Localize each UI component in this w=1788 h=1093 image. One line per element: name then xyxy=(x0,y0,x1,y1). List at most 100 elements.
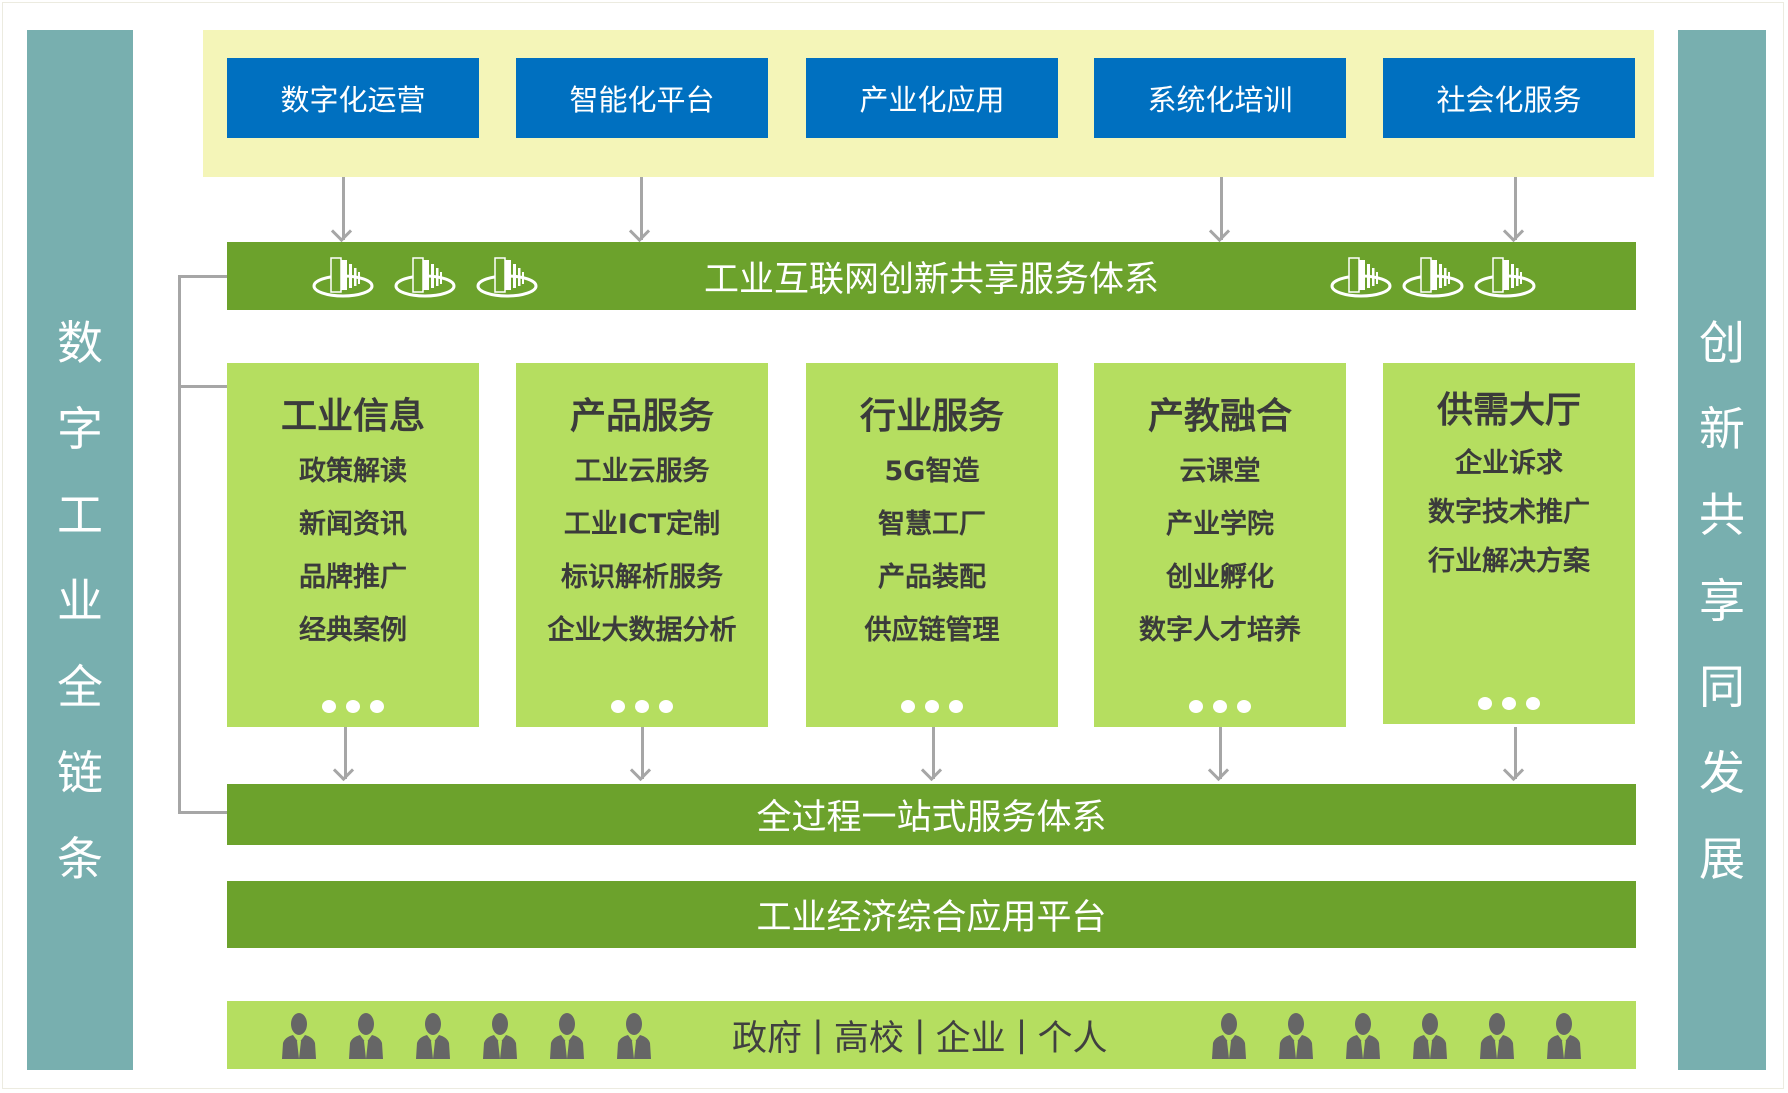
more-dots-icon xyxy=(1383,697,1635,710)
right-label-char: 共 xyxy=(1699,488,1745,542)
service-card: 工业信息政策解读新闻资讯品牌推广经典案例 xyxy=(227,363,479,727)
person-icon xyxy=(480,1013,520,1063)
arrow-down xyxy=(1514,177,1517,240)
person-icon xyxy=(279,1013,319,1063)
stakeholder-label: 企业 xyxy=(935,1018,1006,1059)
card-item: 品牌推广 xyxy=(299,562,407,593)
left-label-char: 业 xyxy=(57,574,103,628)
people-icons-left xyxy=(279,1013,654,1063)
stakeholder-list: 政府|高校|企业|个人 xyxy=(732,1001,1107,1069)
dot xyxy=(1502,697,1516,710)
capability-box: 数字化运营 xyxy=(227,58,479,138)
service-system-band: 工业互联网创新共享服务体系 xyxy=(227,242,1636,310)
service-card: 供需大厅企业诉求数字技术推广行业解决方案 xyxy=(1383,363,1635,724)
right-label-char: 新 xyxy=(1699,402,1745,456)
person-icon xyxy=(1477,1013,1517,1063)
person-icon xyxy=(1544,1013,1584,1063)
arrow-down xyxy=(640,177,643,240)
card-title: 工业信息 xyxy=(280,396,425,437)
dot xyxy=(322,700,336,713)
card-item: 供应链管理 xyxy=(864,615,1000,646)
card-item: 新闻资讯 xyxy=(299,509,407,540)
left-label-char: 条 xyxy=(57,832,103,886)
card-item: 创业孵化 xyxy=(1166,562,1274,593)
building-icons-right xyxy=(1329,254,1537,298)
card-item: 数字技术推广 xyxy=(1428,497,1590,528)
capability-box: 产业化应用 xyxy=(806,58,1058,138)
building-icon xyxy=(475,254,539,298)
dot xyxy=(1478,697,1492,710)
card-item: 经典案例 xyxy=(299,615,407,646)
dot xyxy=(659,700,673,713)
card-title: 产教融合 xyxy=(1147,396,1292,437)
stakeholder-label: 个人 xyxy=(1037,1018,1108,1059)
service-card: 产品服务工业云服务工业ICT定制标识解析服务企业大数据分析 xyxy=(516,363,768,727)
person-icon xyxy=(547,1013,587,1063)
dot xyxy=(635,700,649,713)
service-card: 产教融合云课堂产业学院创业孵化数字人才培养 xyxy=(1094,363,1346,727)
card-item: 行业解决方案 xyxy=(1428,546,1590,577)
dot xyxy=(1189,700,1203,713)
card-item: 云课堂 xyxy=(1179,456,1261,487)
one-stop-label: 全过程一站式服务体系 xyxy=(756,798,1107,838)
building-icon xyxy=(393,254,457,298)
right-label-char: 同 xyxy=(1699,660,1745,714)
card-item: 工业云服务 xyxy=(574,456,710,487)
right-label-char: 享 xyxy=(1699,574,1745,628)
left-label-char: 工 xyxy=(57,488,103,542)
left-label-char: 数 xyxy=(57,316,103,370)
right-label-bar: 创新共享同发展 xyxy=(1678,30,1766,1070)
dot xyxy=(1237,700,1251,713)
dot xyxy=(925,700,939,713)
building-icon xyxy=(1401,254,1465,298)
dot xyxy=(346,700,360,713)
building-icons-left xyxy=(311,254,539,298)
person-icon xyxy=(614,1013,654,1063)
card-item: 工业ICT定制 xyxy=(563,509,721,540)
arrow-down xyxy=(1514,727,1517,779)
dot xyxy=(901,700,915,713)
arrow-down xyxy=(641,727,644,779)
bracket-line xyxy=(178,811,227,814)
arrow-down xyxy=(1220,177,1223,240)
dot xyxy=(1213,700,1227,713)
bracket-line xyxy=(178,275,181,814)
more-dots-icon xyxy=(516,700,768,713)
card-item: 数字人才培养 xyxy=(1139,615,1301,646)
separator: | xyxy=(812,1015,824,1055)
service-card: 行业服务 5G智造智慧工厂产品装配供应链管理 xyxy=(806,363,1058,727)
card-item: 产业学院 xyxy=(1166,509,1274,540)
person-icon xyxy=(1343,1013,1383,1063)
person-icon xyxy=(413,1013,453,1063)
more-dots-icon xyxy=(227,700,479,713)
dot xyxy=(611,700,625,713)
left-label-bar: 数字工业全链条 xyxy=(27,30,133,1070)
building-icon xyxy=(311,254,375,298)
card-item: 智慧工厂 xyxy=(878,509,986,540)
dot xyxy=(1526,697,1540,710)
capability-box: 社会化服务 xyxy=(1383,58,1635,138)
platform-label: 工业经济综合应用平台 xyxy=(756,898,1107,938)
card-item: 5G智造 xyxy=(884,456,980,487)
bracket-line xyxy=(178,385,227,388)
card-item: 企业大数据分析 xyxy=(547,615,737,646)
building-icon xyxy=(1329,254,1393,298)
dot xyxy=(949,700,963,713)
right-label-char: 创 xyxy=(1699,316,1745,370)
card-item: 标识解析服务 xyxy=(561,562,723,593)
left-label-char: 字 xyxy=(57,402,103,456)
left-label-char: 链 xyxy=(57,746,103,800)
card-title: 产品服务 xyxy=(569,396,714,437)
card-item: 企业诉求 xyxy=(1455,448,1563,479)
stakeholders-band: 政府|高校|企业|个人 xyxy=(227,1001,1636,1069)
one-stop-band: 全过程一站式服务体系 xyxy=(227,784,1636,845)
card-title: 行业服务 xyxy=(859,396,1004,437)
more-dots-icon xyxy=(806,700,1058,713)
card-item: 产品装配 xyxy=(878,562,986,593)
right-label-char: 发 xyxy=(1699,746,1745,800)
people-icons-right xyxy=(1209,1013,1584,1063)
more-dots-icon xyxy=(1094,700,1346,713)
left-label-char: 全 xyxy=(57,660,103,714)
arrow-down xyxy=(342,177,345,240)
